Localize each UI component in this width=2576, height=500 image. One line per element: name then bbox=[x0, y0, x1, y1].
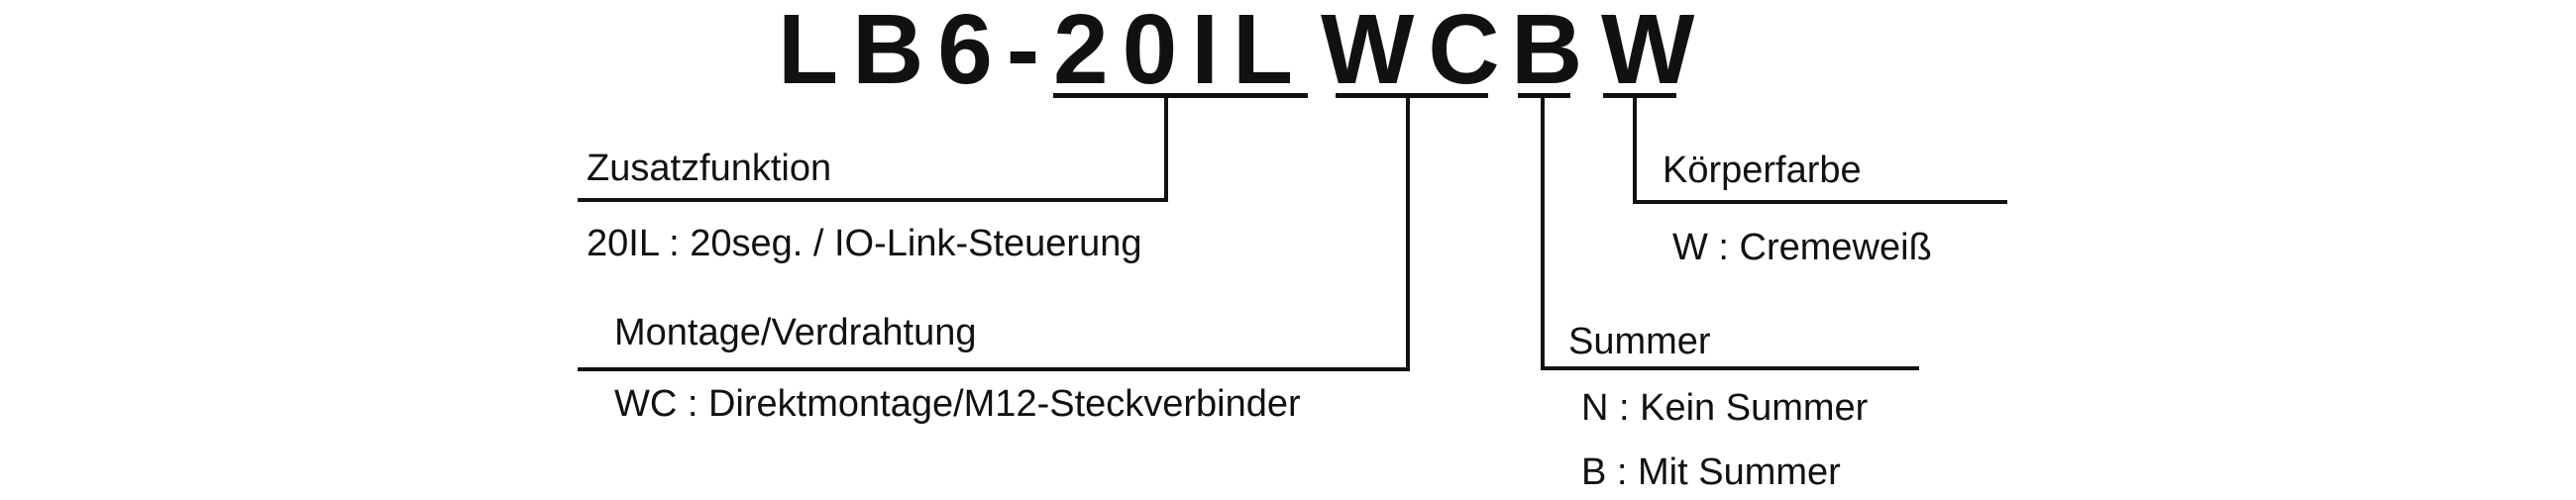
code-prefix: LB6- bbox=[778, 0, 1054, 105]
leader-color-vertical bbox=[1633, 96, 1637, 204]
underline-function bbox=[1053, 93, 1308, 98]
leader-mounting-horizontal bbox=[578, 367, 1410, 371]
code-segment-buzzer: B bbox=[1511, 0, 1597, 105]
buzzer-option-b: B : Mit Summer bbox=[1581, 451, 1841, 493]
function-option: 20IL : 20seg. / IO-Link-Steuerung bbox=[587, 223, 1142, 264]
color-title: Körperfarbe bbox=[1663, 150, 1862, 191]
underline-color bbox=[1603, 93, 1676, 98]
underline-buzzer bbox=[1518, 93, 1570, 98]
leader-function-horizontal bbox=[578, 198, 1168, 202]
color-option: W : Cremeweiß bbox=[1672, 227, 1932, 268]
mounting-title: Montage/Verdrahtung bbox=[614, 312, 977, 353]
underline-mounting bbox=[1336, 93, 1488, 98]
buzzer-option-n: N : Kein Summer bbox=[1581, 387, 1869, 429]
code-segment-mounting: WC bbox=[1321, 0, 1514, 105]
leader-mounting-vertical bbox=[1406, 96, 1410, 371]
leader-buzzer-vertical bbox=[1541, 96, 1545, 370]
buzzer-title: Summer bbox=[1568, 321, 1711, 362]
leader-buzzer-horizontal bbox=[1541, 366, 1919, 370]
leader-color-horizontal bbox=[1633, 200, 2007, 204]
code-segment-color: W bbox=[1601, 0, 1709, 105]
mounting-option: WC : Direktmontage/M12-Steckverbinder bbox=[614, 383, 1301, 425]
leader-function-vertical bbox=[1164, 96, 1168, 202]
code-segment-function: 20IL bbox=[1053, 0, 1308, 105]
function-title: Zusatzfunktion bbox=[587, 148, 832, 189]
